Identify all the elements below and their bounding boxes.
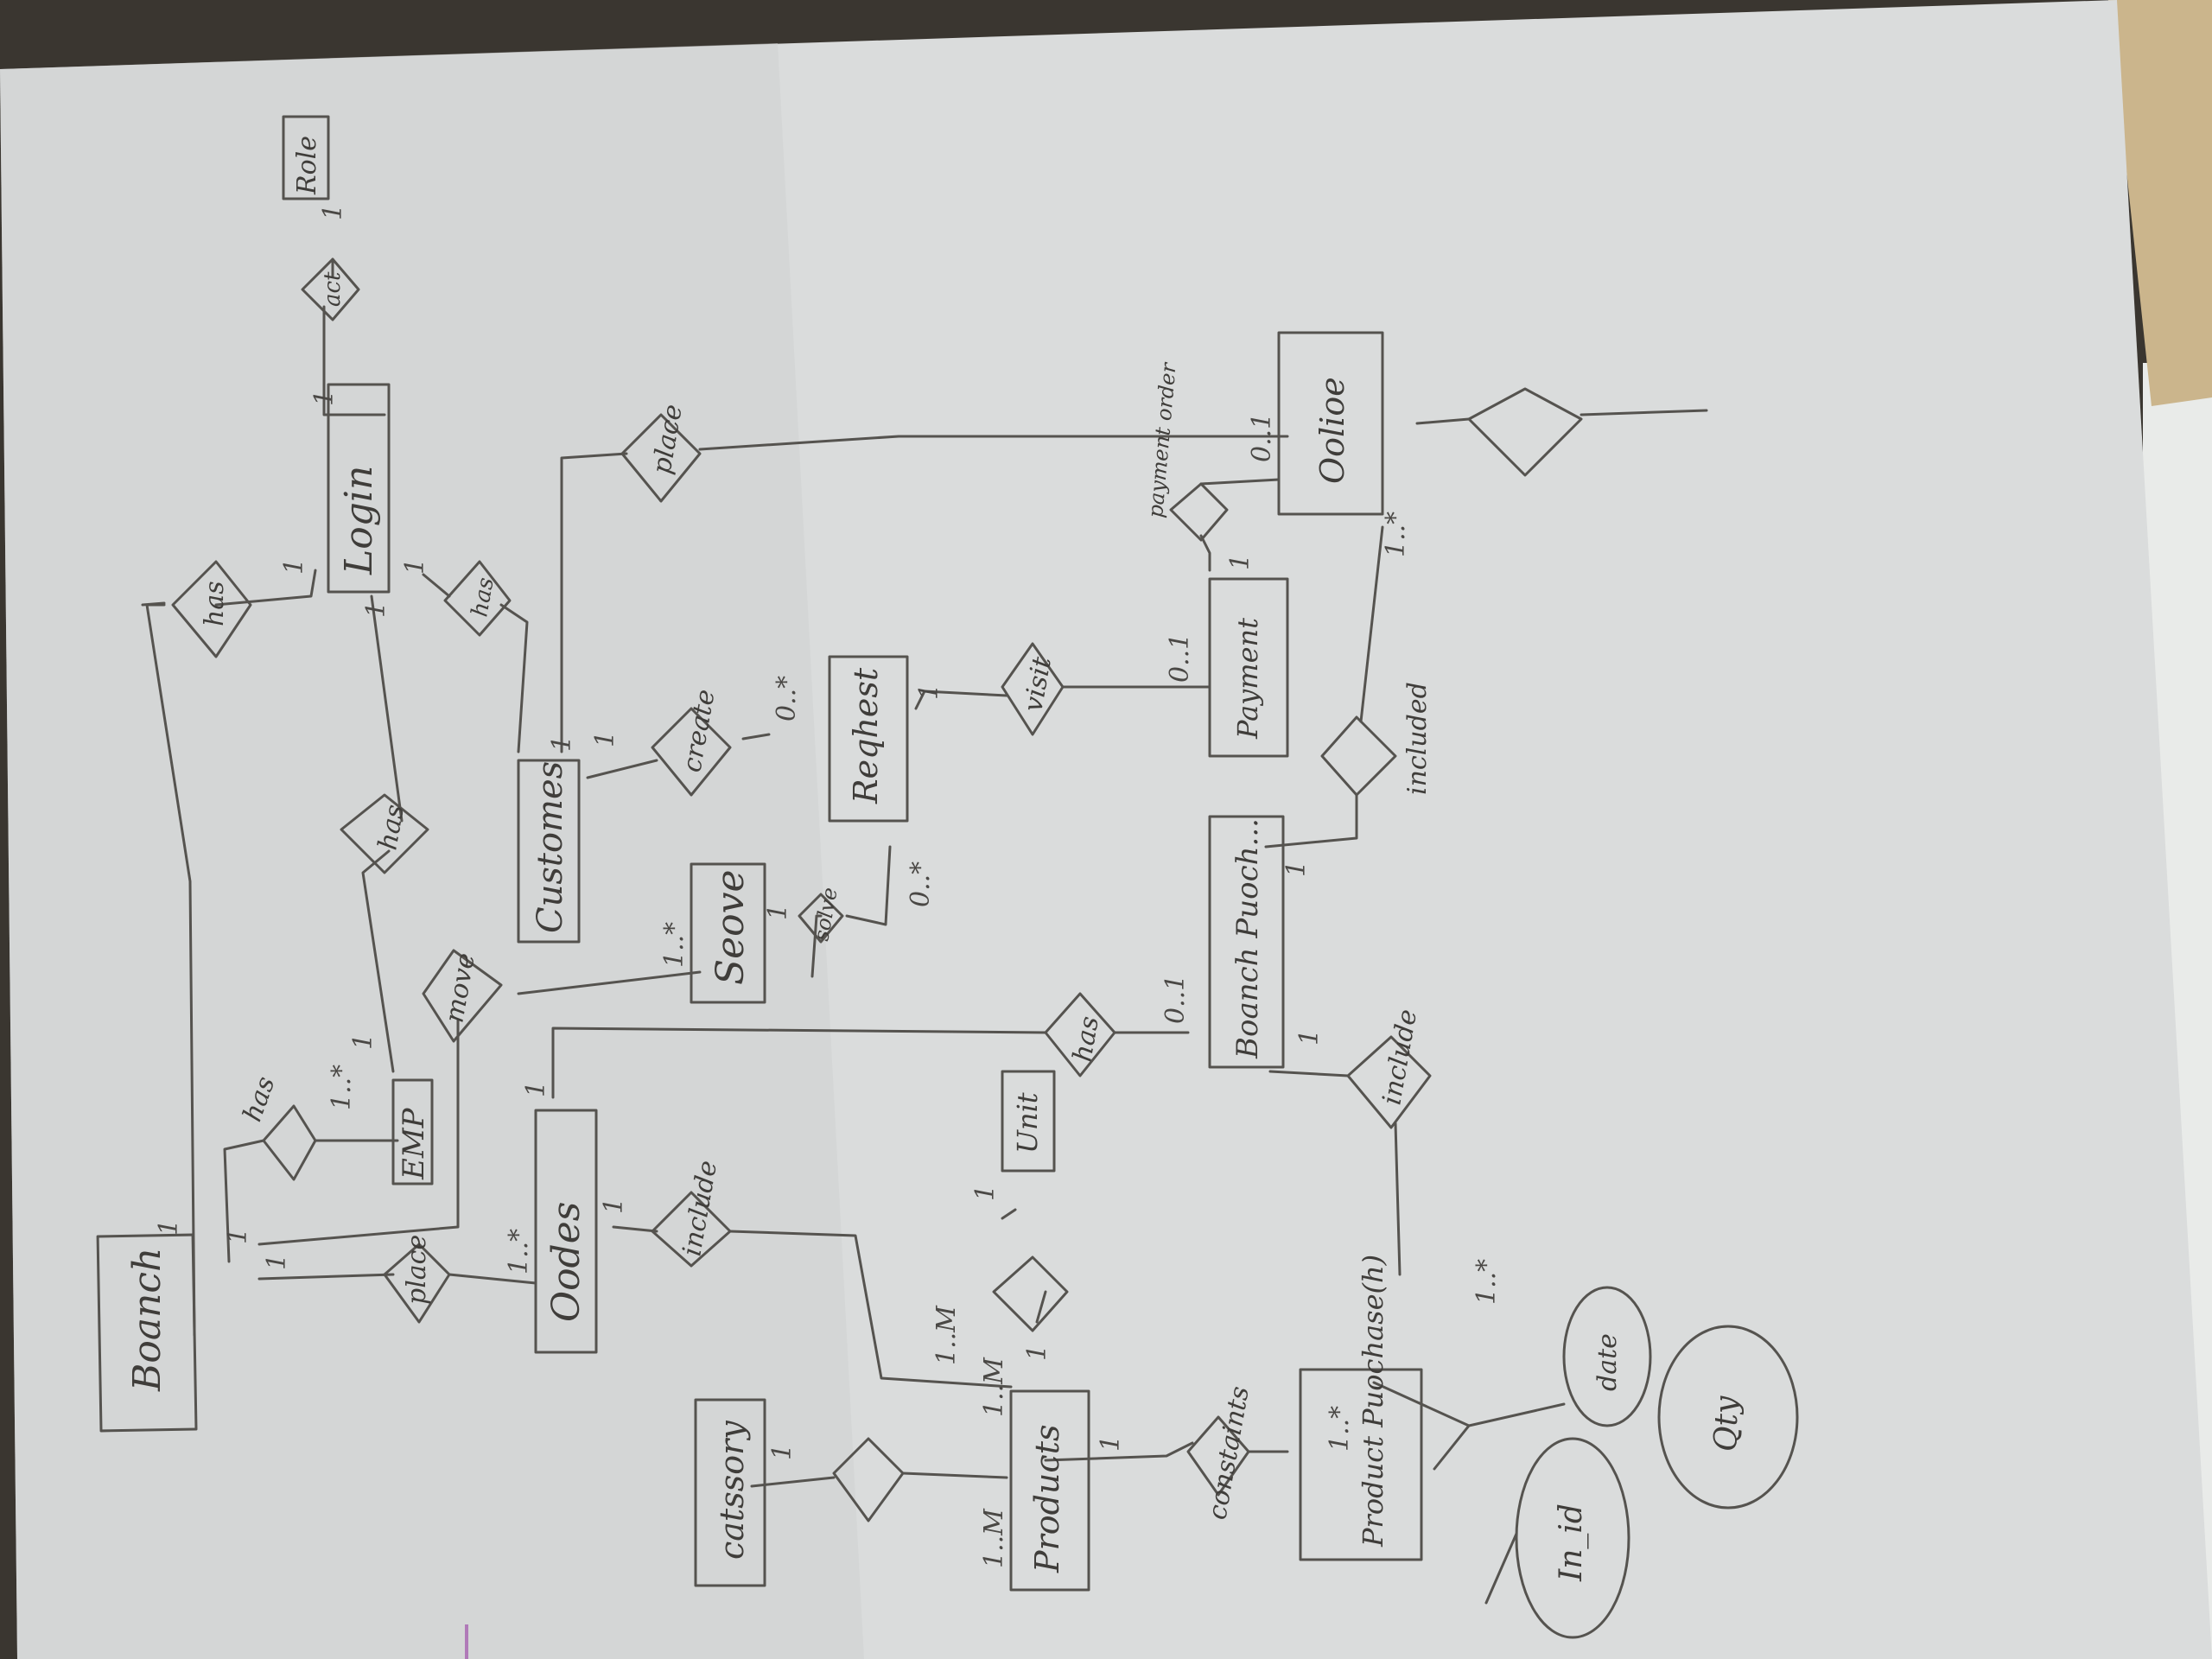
card-request-a: 0..* <box>772 676 802 721</box>
rel-products-unit-diamond <box>992 1255 1069 1332</box>
paper-shading <box>0 43 864 1659</box>
card-pp-b: 1..* <box>1471 1259 1502 1305</box>
svg-text:place: place <box>402 1235 432 1305</box>
card-online-a: 0..1 <box>1247 413 1277 462</box>
rel-bp-online-included: included <box>1320 682 1433 797</box>
entity-branch-purchase: Boanch Puoch... <box>1208 815 1285 1069</box>
svg-text:In_id: In_id <box>1554 1503 1589 1582</box>
entity-branch: Boanch <box>96 1233 198 1433</box>
card-products-b: 1..M <box>979 1357 1009 1417</box>
card-login-b: 1 <box>361 601 391 618</box>
card-products-a: 1..M <box>979 1508 1009 1568</box>
card-bp-b: 1 <box>1294 1029 1325 1046</box>
entity-unit-label: Unit <box>1011 1092 1044 1154</box>
entity-payment: Payment <box>1208 577 1289 758</box>
entity-payment-label: Payment <box>1231 618 1264 740</box>
cardinality-labels: 1 1 1 1..* 1 1 1 1 1 1 1 1 1..* 1 1 1..*… <box>154 204 1502 1568</box>
rel-order-bp-has: has <box>1044 992 1116 1077</box>
card-payment-a: 0..1 <box>1165 633 1195 683</box>
entity-online-order: Oolioe <box>1277 331 1384 516</box>
entity-products-label: Products <box>1028 1425 1066 1573</box>
card-login-c: 1 <box>400 558 430 575</box>
card-request-c: 0..* <box>906 861 936 907</box>
entity-serve: Seove <box>690 862 766 1004</box>
entity-branch-label: Boanch <box>125 1248 169 1392</box>
entity-login-label: Login <box>337 466 381 575</box>
entity-unit: Unit <box>1001 1070 1056 1173</box>
card-unit-a: 1 <box>970 1185 1001 1201</box>
card-customer-b: 1 <box>590 731 620 747</box>
svg-text:has: has <box>200 581 230 626</box>
entity-request: Reqhest <box>828 655 909 823</box>
card-products-d: 1 <box>1022 1344 1052 1361</box>
card-customer-a: 1 <box>547 735 577 752</box>
entity-product-purchase-label: Product Puochase(h) <box>1357 1255 1389 1548</box>
yellow-paper-edge <box>2108 0 2212 406</box>
card-login-a: 1 <box>279 558 309 575</box>
rel-login-role-act: act <box>301 257 360 321</box>
card-login-role-right: 1 <box>318 204 348 220</box>
card-products-c: 1..M <box>931 1305 962 1365</box>
attr-date: date <box>1562 1286 1652 1427</box>
svg-text:date: date <box>1592 1333 1623 1391</box>
entity-customer-label: Customes <box>531 761 570 933</box>
entity-online-order-label: Oolioe <box>1313 377 1351 484</box>
entity-category: catssory <box>694 1398 766 1587</box>
card-order-b: 1 <box>521 1081 551 1097</box>
card-branch-b: 1 <box>262 1254 292 1270</box>
card-branch-a: 1 <box>223 1228 253 1244</box>
card-pp-a: 1..* <box>1325 1406 1355 1452</box>
card-emp-a: 1..* <box>327 1065 357 1110</box>
entity-request-label: Reqhest <box>847 667 885 804</box>
entity-emp: EMP <box>391 1078 434 1185</box>
rel-category-products-diamond <box>832 1437 905 1522</box>
card-online-b: 1..* <box>1381 512 1411 557</box>
attr-qty: Qty <box>1657 1325 1799 1510</box>
entity-role: Role <box>282 115 330 200</box>
entity-emp-label: EMP <box>397 1107 431 1180</box>
card-bp-c: 1 <box>1281 861 1312 877</box>
attr-in-id: In_id <box>1515 1437 1630 1639</box>
card-serve-b: 1 <box>763 904 793 920</box>
card-branch-top: 1 <box>154 1219 184 1236</box>
entity-products: Products <box>1009 1389 1090 1592</box>
entity-role-label: Role <box>292 136 322 195</box>
rel-branch-order-place: place <box>383 1235 451 1324</box>
entity-order: Oodes <box>534 1109 598 1354</box>
entity-branch-purchase-label: Boanch Puoch... <box>1230 818 1265 1059</box>
rel-branch-login-has: has <box>171 560 252 658</box>
card-bp-a: 0..1 <box>1160 975 1191 1024</box>
card-login-role-left: 1 <box>309 390 340 406</box>
entity-category-label: catssory <box>713 1421 751 1560</box>
card-payment-b: 1 <box>1225 554 1255 570</box>
card-order-c: 1 <box>599 1198 629 1214</box>
entity-order-label: Oodes <box>544 1202 588 1322</box>
card-category-a: 1 <box>767 1444 798 1460</box>
card-request-b: 1 <box>914 683 944 700</box>
svg-text:act: act <box>320 271 346 307</box>
rel-online-bottom-diamond <box>1467 387 1583 477</box>
entity-customer: Customes <box>517 759 581 944</box>
svg-text:Qty: Qty <box>1709 1395 1745 1452</box>
card-emp-b: 1 <box>348 1033 378 1050</box>
card-products-e: 1 <box>1096 1435 1126 1452</box>
card-order-a: 1..* <box>504 1229 534 1274</box>
card-serve-a: 1..* <box>659 922 690 968</box>
entity-product-purchase: Product Puochase(h) <box>1299 1255 1423 1561</box>
entity-serve-label: Seove <box>709 869 753 985</box>
svg-text:included: included <box>1402 682 1433 795</box>
entity-login: Login <box>327 383 391 594</box>
